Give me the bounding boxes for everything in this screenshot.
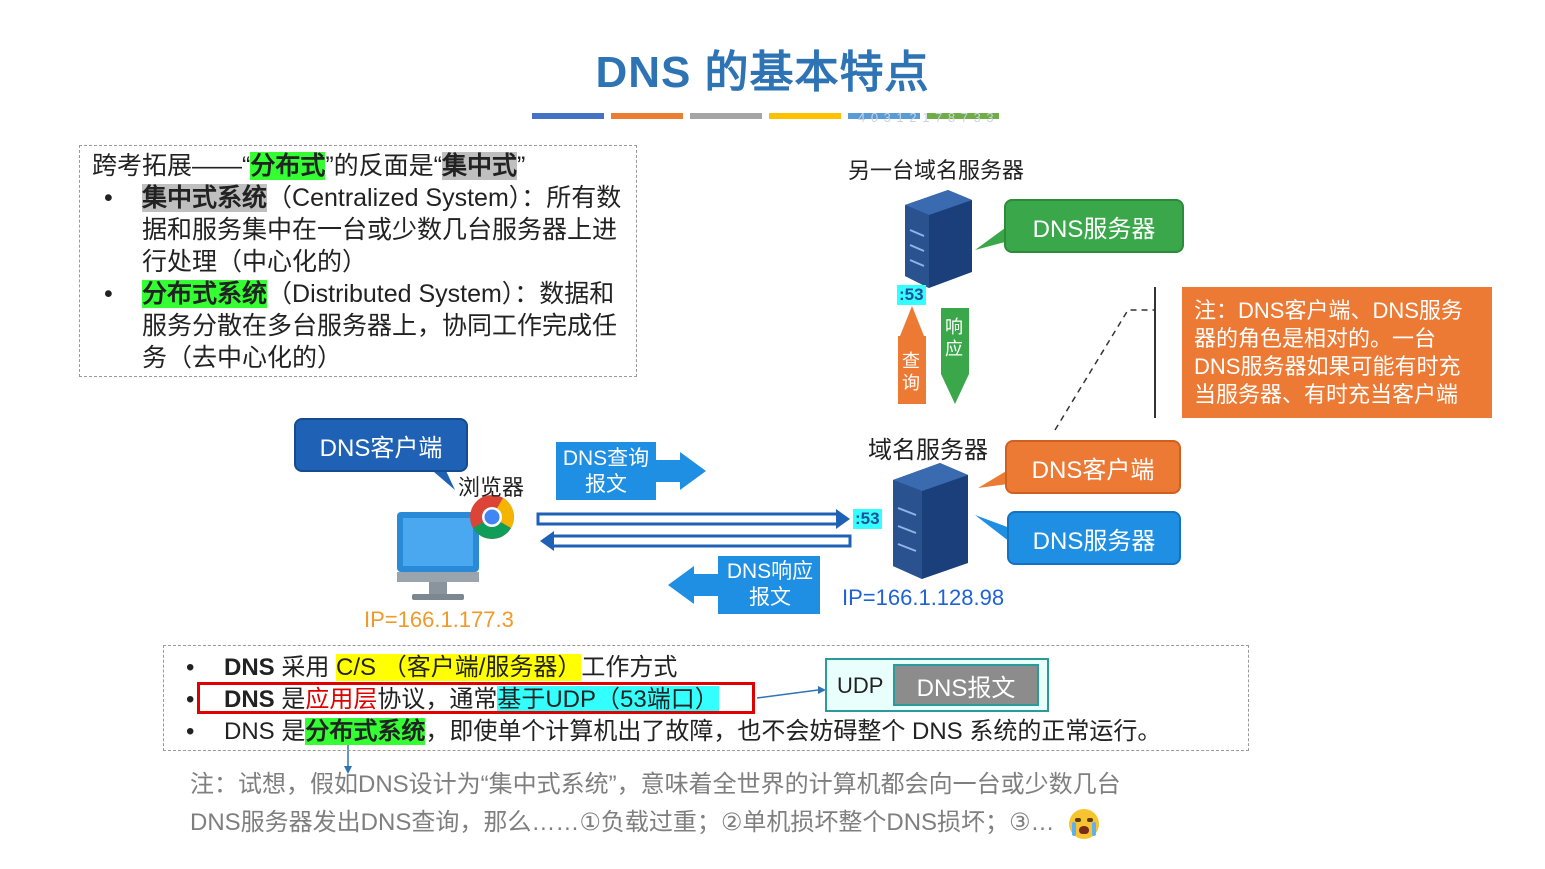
client-bubble: DNS客户端 — [294, 418, 468, 472]
bubble-tail — [975, 228, 1005, 250]
extension-heading: 跨考拓展——“分布式”的反面是“集中式” — [92, 152, 526, 180]
browser-icon — [470, 495, 514, 539]
response-message-arrow — [540, 531, 852, 551]
other-server-icon — [905, 190, 972, 288]
title-underline-segment-3 — [690, 113, 762, 119]
title-underline-segment-5 — [848, 113, 920, 119]
other-server-bubble: DNS服务器 — [1004, 199, 1184, 253]
footer-connector-head — [344, 766, 352, 774]
response-label-arrow — [668, 556, 820, 614]
udp-packet: UDP DNS报文 — [825, 658, 1049, 712]
page-title: DNS 的基本特点 — [595, 48, 930, 97]
query-message-arrow — [536, 509, 850, 529]
crying-face-icon — [1069, 808, 1100, 839]
udp-label: UDP — [837, 673, 884, 698]
query-message-label: DNS查询报文 — [562, 447, 650, 496]
domain-server-bubble: DNS服务器 — [1007, 511, 1181, 565]
summary-item-udp: • DNS 是应用层协议，通常基于UDP（53端口） — [186, 686, 719, 713]
response-message-label: DNS响应报文 — [726, 560, 814, 609]
title-underline-segment-4 — [769, 113, 841, 119]
application-layer-text: 应用层 — [305, 686, 378, 713]
port-mid: :53 — [853, 509, 882, 529]
query-vertical-label: 查询 — [902, 351, 920, 393]
title-underline-segment-2 — [611, 113, 683, 119]
response-down-arrow — [941, 308, 969, 404]
highlight-centralized: 集中式 — [442, 152, 518, 180]
response-vertical-label: 响应 — [945, 317, 963, 359]
udp-line-emphasis — [197, 682, 755, 714]
summary-item-distributed: • DNS 是分布式系统，即使单个计算机出了故障，也不会妨碍整个 DNS 系统的… — [186, 718, 1162, 745]
extension-item-centralized: • 集中式系统（Centralized System）：所有数据和服务集中在一台… — [104, 184, 622, 276]
domain-server-icon — [893, 463, 968, 579]
footer-note-line2: DNS服务器发出DNS查询，那么……①负载过重；②单机损坏整个DNS损坏；③… — [190, 804, 1330, 842]
footer-note: 注：试想，假如DNS设计为“集中式系统”，意味着全世界的计算机都会向一台或少数几… — [190, 766, 1330, 842]
domain-server-label: 域名服务器 — [868, 437, 988, 464]
highlight-udp: 基于UDP（53端口） — [497, 686, 719, 713]
note-connector — [1054, 309, 1155, 431]
extension-item-distributed: • 分布式系统（Distributed System）：数据和服务分散在多台服务… — [104, 280, 618, 372]
server-ip: IP=166.1.128.98 — [842, 585, 1005, 610]
term-centralized: 集中式系统 — [142, 184, 268, 212]
dns-message-block: DNS报文 — [893, 664, 1039, 706]
highlight-distributed-system: 分布式系统 — [305, 718, 426, 745]
highlight-cs: C/S （客户端/服务器） — [336, 654, 582, 681]
term-distributed: 分布式系统 — [142, 280, 268, 308]
browser-label: 浏览器 — [458, 475, 525, 500]
summary-item-cs: • DNS 采用 C/S （客户端/服务器）工作方式 — [186, 654, 678, 681]
bubble-tail — [975, 515, 1010, 542]
extension-box: 跨考拓展——“分布式”的反面是“集中式” • 集中式系统（Centralized… — [79, 145, 637, 377]
udp-connector-head — [818, 686, 826, 694]
domain-client-bubble: DNS客户端 — [1005, 440, 1181, 494]
footer-note-line1: 注：试想，假如DNS设计为“集中式系统”，意味着全世界的计算机都会向一台或少数几… — [190, 771, 1121, 798]
title-underline-segment-1 — [532, 113, 604, 119]
highlight-distributed: 分布式 — [250, 152, 326, 180]
query-up-arrow — [898, 306, 926, 404]
summary-box: • DNS 采用 C/S （客户端/服务器）工作方式 • DNS 是应用层协议，… — [163, 645, 1249, 751]
port-top: :53 — [897, 285, 926, 305]
query-label-arrow — [556, 442, 706, 500]
client-ip: IP=166.1.177.3 — [364, 607, 514, 632]
client-computer-icon — [397, 512, 479, 600]
role-note: 注：DNS客户端、DNS服务器的角色是相对的。一台DNS服务器如果可能有时充当服… — [1182, 287, 1492, 418]
udp-connector — [756, 689, 819, 699]
watermark: 4 0 3 1 2 1 7 8 7 3 3 — [858, 110, 995, 125]
other-server-label: 另一台域名服务器 — [848, 158, 1025, 183]
bubble-tail — [978, 470, 1008, 488]
title-underline-segment-6 — [927, 113, 999, 119]
